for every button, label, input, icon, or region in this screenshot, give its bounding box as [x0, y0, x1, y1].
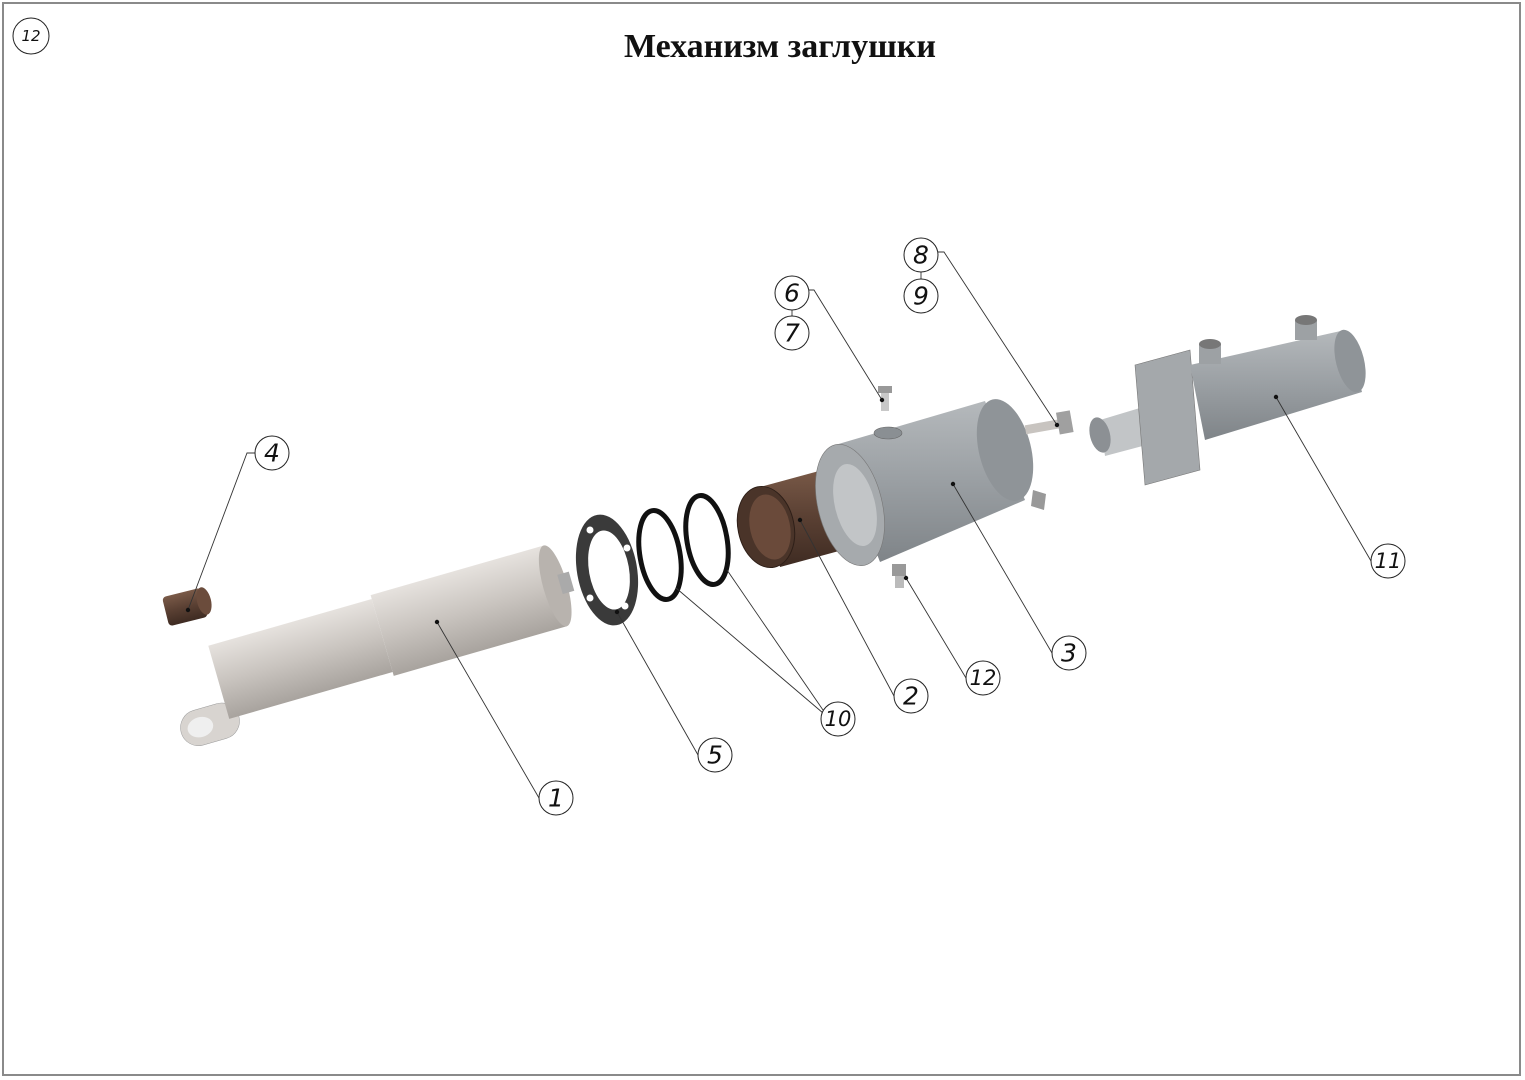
part-12-grease-fitting [892, 564, 906, 588]
part-6-7-screw [878, 386, 892, 411]
callout-5: 5 [697, 737, 733, 773]
callout-4: 4 [254, 435, 290, 471]
part-3-housing [815, 399, 1046, 566]
callout-3: 3 [1051, 635, 1087, 671]
svg-text:11: 11 [1375, 549, 1402, 573]
part-2-sleeve [736, 468, 850, 569]
callout-11: 11 [1370, 543, 1406, 579]
svg-text:12: 12 [21, 27, 40, 45]
part-10-o-rings [636, 493, 731, 602]
svg-text:9: 9 [913, 282, 929, 311]
part-4-bushing [162, 587, 212, 626]
svg-text:4: 4 [264, 439, 280, 468]
part-11-cylinder [1089, 315, 1366, 486]
callout-2: 2 [893, 678, 929, 714]
drawing-title: Механизм заглушки [624, 28, 936, 65]
leader-lines [185, 251, 1372, 799]
callout-8: 8 [903, 237, 939, 273]
part-5-gasket [575, 514, 639, 626]
svg-text:2: 2 [903, 682, 919, 711]
part-1-rod [180, 545, 575, 746]
svg-text:12: 12 [970, 666, 997, 690]
callout-10: 10 [820, 701, 856, 737]
page-number-badge: 12 [12, 17, 50, 55]
svg-text:7: 7 [784, 319, 800, 348]
svg-text:10: 10 [825, 707, 852, 731]
svg-text:3: 3 [1061, 639, 1077, 668]
callout-12: 12 [965, 660, 1001, 696]
callout-7: 7 [774, 315, 810, 351]
svg-text:6: 6 [784, 279, 800, 308]
svg-text:1: 1 [548, 784, 564, 813]
svg-text:8: 8 [913, 241, 929, 270]
callout-9: 9 [903, 278, 939, 314]
svg-text:5: 5 [707, 741, 723, 770]
part-8-9-bolt [1024, 410, 1074, 435]
callout-6: 6 [774, 275, 810, 311]
callout-1: 1 [538, 780, 574, 816]
